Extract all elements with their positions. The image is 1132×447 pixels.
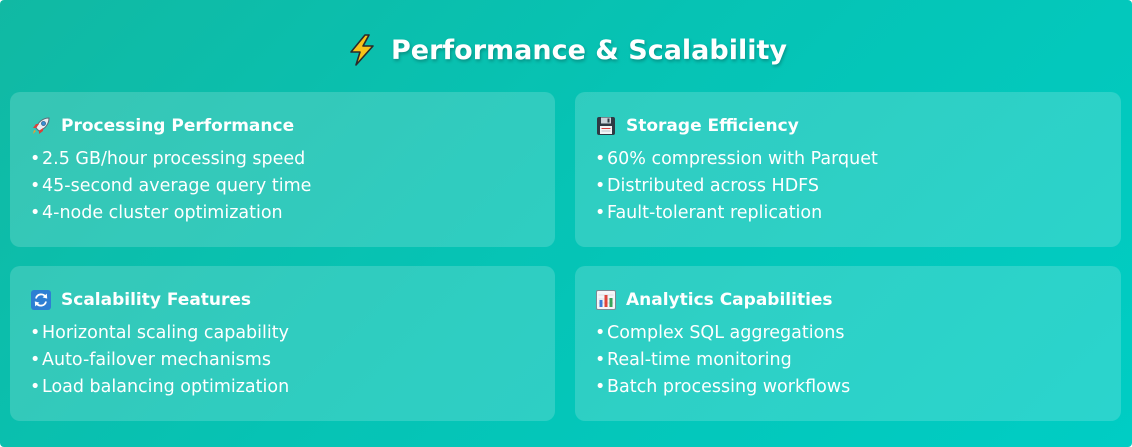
refresh-arrows-icon bbox=[31, 290, 51, 310]
card-list: •2.5 GB/hour processing speed •45-second… bbox=[30, 146, 535, 227]
card-heading: Processing Performance bbox=[30, 114, 535, 138]
bullet: • bbox=[595, 203, 606, 223]
card-analytics-capabilities: Analytics Capabilities •Complex SQL aggr… bbox=[575, 266, 1121, 421]
list-item: •Complex SQL aggregations bbox=[595, 320, 1101, 347]
lightning-bolt-icon bbox=[350, 34, 374, 66]
list-item: •60% compression with Parquet bbox=[595, 146, 1101, 173]
bullet: • bbox=[595, 149, 606, 169]
bullet: • bbox=[30, 149, 41, 169]
bullet: • bbox=[595, 350, 606, 370]
card-heading: Storage Efficiency bbox=[595, 114, 1101, 138]
bullet: • bbox=[595, 377, 606, 397]
card-scalability-features: Scalability Features •Horizontal scaling… bbox=[10, 266, 555, 421]
bullet: • bbox=[30, 350, 41, 370]
list-item: •Batch processing workflows bbox=[595, 374, 1101, 401]
card-list: •60% compression with Parquet •Distribut… bbox=[595, 146, 1101, 227]
list-item: •45-second average query time bbox=[30, 173, 535, 200]
card-heading: Scalability Features bbox=[30, 288, 535, 312]
card-list: •Horizontal scaling capability •Auto-fai… bbox=[30, 320, 535, 401]
page-title: Performance & Scalability bbox=[0, 28, 1132, 72]
bullet: • bbox=[30, 203, 41, 223]
bullet: • bbox=[30, 377, 41, 397]
card-processing-performance: Processing Performance •2.5 GB/hour proc… bbox=[10, 92, 555, 247]
card-heading-text: Analytics Capabilities bbox=[626, 290, 833, 310]
card-storage-efficiency: Storage Efficiency •60% compression with… bbox=[575, 92, 1121, 247]
page-title-text: Performance & Scalability bbox=[390, 34, 787, 66]
card-heading-text: Scalability Features bbox=[61, 290, 252, 310]
rocket-icon bbox=[33, 117, 50, 134]
list-item: •2.5 GB/hour processing speed bbox=[30, 146, 535, 173]
bullet: • bbox=[30, 323, 41, 343]
bar-chart-icon bbox=[596, 290, 616, 310]
list-item: •Real-time monitoring bbox=[595, 347, 1101, 374]
bullet: • bbox=[595, 323, 606, 343]
bullet: • bbox=[595, 176, 606, 196]
list-item: •Load balancing optimization bbox=[30, 374, 535, 401]
card-heading: Analytics Capabilities bbox=[595, 288, 1101, 312]
list-item: •Horizontal scaling capability bbox=[30, 320, 535, 347]
card-heading-text: Storage Efficiency bbox=[626, 116, 799, 136]
list-item: •Fault-tolerant replication bbox=[595, 200, 1101, 227]
list-item: •Auto-failover mechanisms bbox=[30, 347, 535, 374]
card-list: •Complex SQL aggregations •Real-time mon… bbox=[595, 320, 1101, 401]
bullet: • bbox=[30, 176, 41, 196]
list-item: •Distributed across HDFS bbox=[595, 173, 1101, 200]
list-item: •4-node cluster optimization bbox=[30, 200, 535, 227]
card-heading-text: Processing Performance bbox=[61, 116, 295, 136]
floppy-disk-icon bbox=[597, 117, 615, 135]
